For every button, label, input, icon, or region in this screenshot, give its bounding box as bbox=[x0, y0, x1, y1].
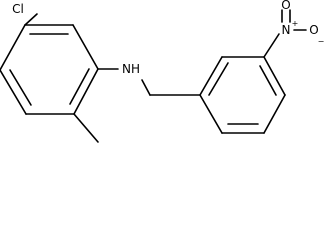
chlorine-atom-label: Cl bbox=[12, 2, 24, 16]
bond-nh-ch2 bbox=[141, 79, 151, 96]
bond-r1-r2-inner bbox=[208, 62, 229, 96]
bond-c2-c3 bbox=[73, 68, 99, 115]
bond-c1-c2 bbox=[72, 24, 99, 70]
bond-r3-r4 bbox=[263, 56, 286, 96]
bond-ring-nitro bbox=[263, 33, 280, 58]
nitro-nitrogen-charge: + bbox=[292, 19, 299, 28]
bond-c5-c6 bbox=[0, 24, 26, 71]
chloromethylphenyl-ring bbox=[0, 24, 99, 115]
bond-c4-c5-inner bbox=[9, 69, 32, 106]
nitro-oxygen-charge: − bbox=[318, 37, 325, 46]
bond-r4-r5 bbox=[263, 94, 286, 134]
bond-r6-r1 bbox=[199, 94, 223, 134]
nitro-oxygen-top-label: O bbox=[281, 0, 290, 12]
bond-r3-r4-inner bbox=[259, 65, 277, 96]
nitro-oxygen-right-label: O bbox=[309, 23, 318, 37]
bond-ring-methyl bbox=[73, 113, 99, 143]
nitrophenyl-ring bbox=[199, 56, 286, 134]
nitro-nitrogen-label: N bbox=[282, 23, 291, 37]
bond-c-cl bbox=[24, 13, 38, 26]
bond-c2-c3-inner bbox=[69, 68, 90, 105]
bond-r1-r2 bbox=[199, 56, 223, 96]
amine-atom-label: NH bbox=[122, 62, 140, 76]
bond-c4-c5 bbox=[0, 69, 27, 115]
structure-diagram: Cl NH N + O O − bbox=[0, 0, 325, 143]
